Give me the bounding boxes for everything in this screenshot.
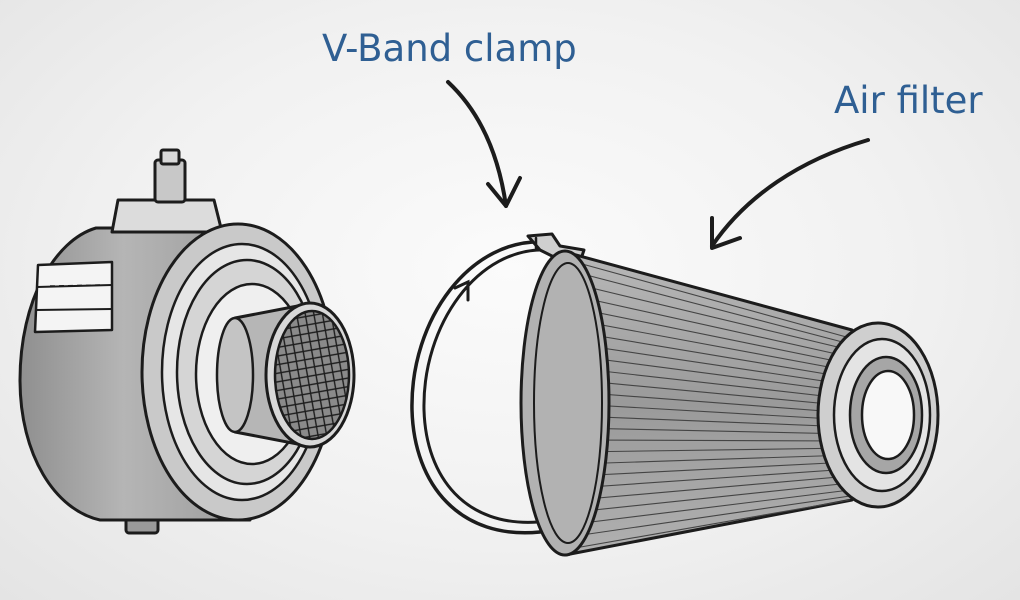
filter-pointer-arrow — [710, 138, 870, 250]
housing-mesh-screen — [273, 309, 351, 441]
conical-air-filter — [519, 249, 940, 557]
housing-top-boss — [110, 198, 224, 234]
filter-end-cap-opening — [860, 369, 916, 461]
clamp-band-outer — [410, 240, 550, 535]
clamp-band-inner — [422, 248, 550, 524]
housing-label-plate — [33, 260, 114, 334]
intake-housing — [18, 148, 356, 535]
filter-label: Air filter — [834, 79, 983, 122]
housing-top-nipple — [153, 158, 187, 204]
filter-inlet-rim — [519, 249, 611, 557]
filter-pleats — [574, 261, 851, 549]
clamp-pointer-arrow — [446, 80, 522, 208]
clamp-label: V-Band clamp — [322, 27, 577, 70]
